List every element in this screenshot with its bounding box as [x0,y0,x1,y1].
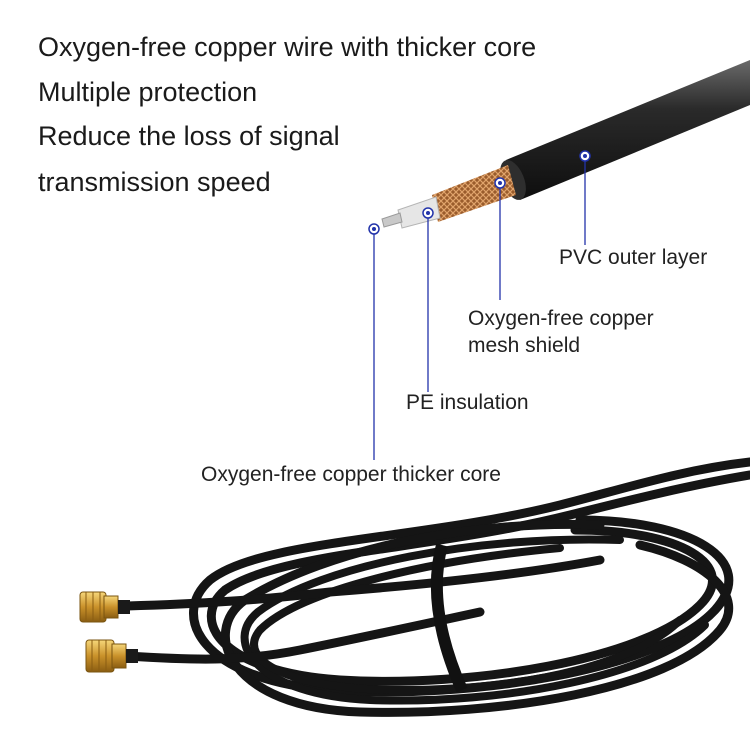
cable-cross-section [381,60,750,229]
label-thicker-core: Oxygen-free copper thicker core [201,463,501,486]
feature-reduce-signal-loss: Reduce the loss of signal [38,121,340,151]
feature-oxygen-free-copper: Oxygen-free copper wire with thicker cor… [38,32,537,62]
leader-lines [368,150,591,460]
label-mesh-shield-line2: mesh shield [468,334,581,357]
label-pe-insulation: PE insulation [406,391,529,414]
cable-tie [430,543,468,693]
pvc-jacket-shape [506,60,750,200]
core-conductor-shape [381,212,403,228]
label-pvc-outer-layer: PVC outer layer [559,246,708,269]
feature-multiple-protection: Multiple protection [38,77,258,107]
sma-connector-bottom [85,639,138,673]
label-mesh-shield-line1: Oxygen-free copper [468,307,654,330]
copper-braid-shape [432,165,516,222]
coiled-cable [120,457,750,717]
feature-transmission-speed: transmission speed [38,167,271,197]
sma-connector-top [79,591,130,623]
